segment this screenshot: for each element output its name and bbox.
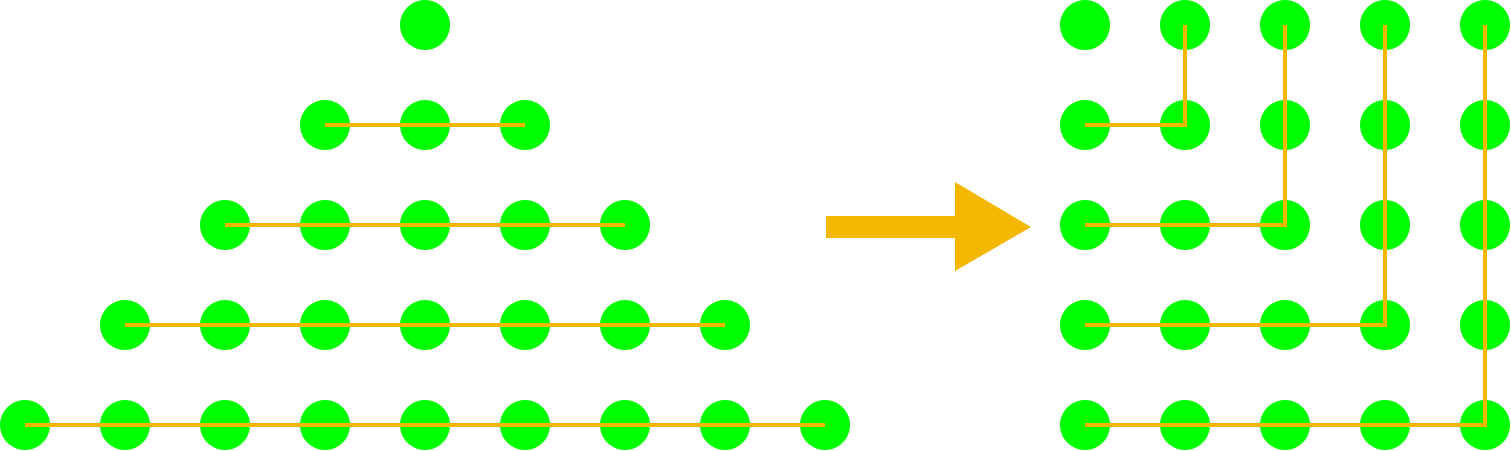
square-l-line — [1085, 25, 1187, 127]
square-arrangement — [1060, 0, 1510, 450]
square-dot — [1060, 0, 1110, 50]
transform-arrow — [826, 182, 1031, 271]
right-arrow — [826, 182, 1031, 271]
square-l-line — [1085, 25, 1387, 327]
square-l-lines — [1085, 25, 1487, 427]
square-l-line — [1085, 25, 1287, 227]
triangle-dot — [400, 0, 450, 50]
triangle-row-lines — [25, 123, 825, 427]
square-l-line — [1085, 25, 1487, 427]
triangle-arrangement — [0, 0, 850, 450]
